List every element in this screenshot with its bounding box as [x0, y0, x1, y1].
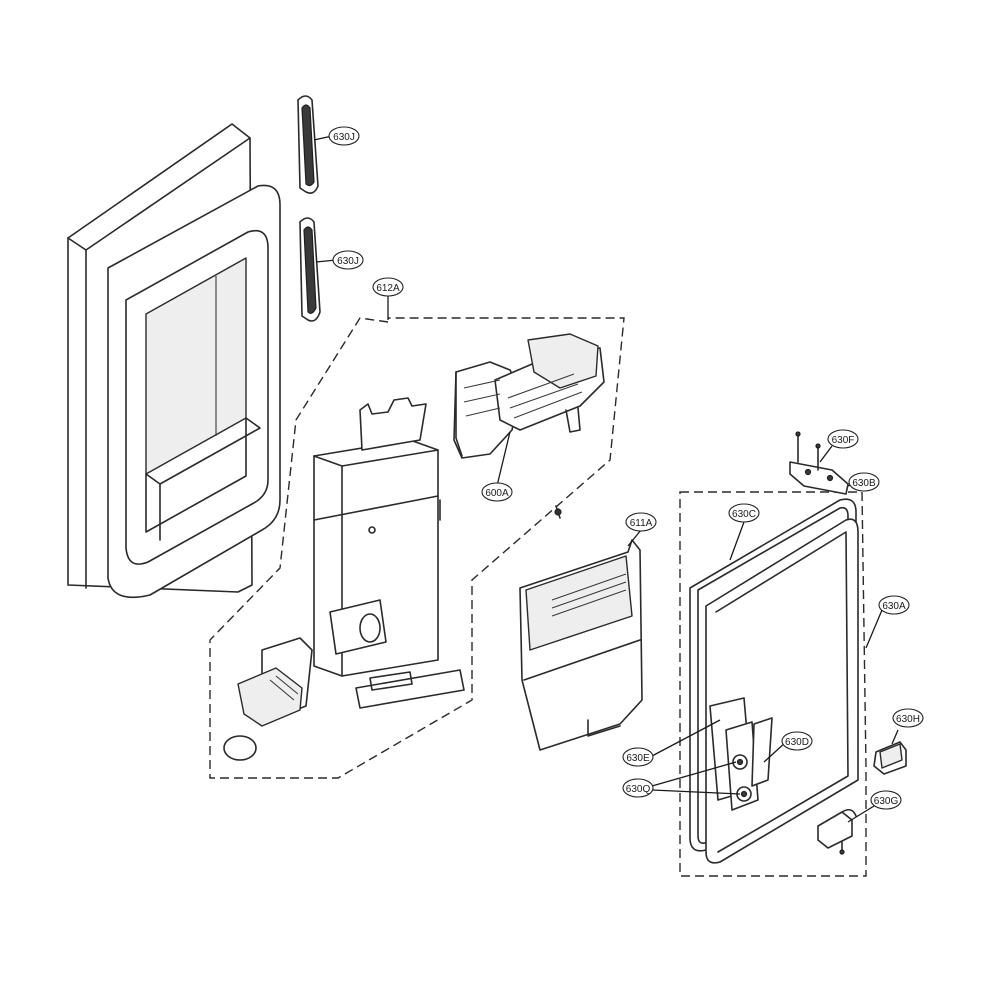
label-630J-bottom: 630J [337, 256, 359, 267]
callout-630Q: 630Q [622, 778, 654, 798]
callout-630J-top: 630J [328, 126, 360, 146]
label-630D: 630D [785, 737, 809, 748]
assembly-612A-outline [209, 317, 625, 779]
label-630C: 630C [732, 509, 756, 520]
hinge-cap [873, 741, 907, 775]
callout-630F: 630F [827, 429, 859, 449]
screw-middle [554, 505, 562, 519]
ice-maker [453, 333, 605, 459]
callout-611A: 611A [625, 512, 657, 532]
leader-lines [313, 135, 899, 823]
label-630G: 630G [874, 796, 899, 807]
label-630E: 630E [626, 753, 650, 764]
hinge-bottom [817, 808, 857, 855]
grille-bottom [299, 217, 321, 322]
label-630A: 630A [882, 601, 906, 612]
callout-630D: 630D [781, 731, 813, 751]
callout-630C: 630C [728, 503, 760, 523]
callout-630B: 630B [848, 472, 880, 492]
callout-630A: 630A [878, 595, 910, 615]
callout-630G: 630G [870, 790, 902, 810]
label-630H: 630H [896, 714, 920, 725]
lower-bracket [223, 637, 313, 761]
dispenser-housing [313, 397, 465, 709]
callout-630E: 630E [622, 747, 654, 767]
label-630B: 630B [852, 478, 876, 489]
door-panel [67, 123, 281, 599]
door-assembly-outline [679, 491, 867, 877]
label-630Q: 630Q [626, 784, 651, 795]
label-630J-top: 630J [333, 132, 355, 143]
callout-612A: 612A [372, 277, 404, 297]
label-600A: 600A [485, 488, 509, 499]
latch-assembly [709, 697, 773, 811]
label-611A: 611A [630, 518, 653, 529]
callout-630J-bottom: 630J [332, 250, 364, 270]
callout-630H: 630H [892, 708, 924, 728]
callout-600A: 600A [481, 482, 513, 502]
grille-top [297, 95, 319, 194]
dispenser-cover [519, 539, 643, 751]
hinge-top [789, 431, 849, 495]
label-612A: 612A [376, 283, 400, 294]
label-630F: 630F [832, 435, 855, 446]
